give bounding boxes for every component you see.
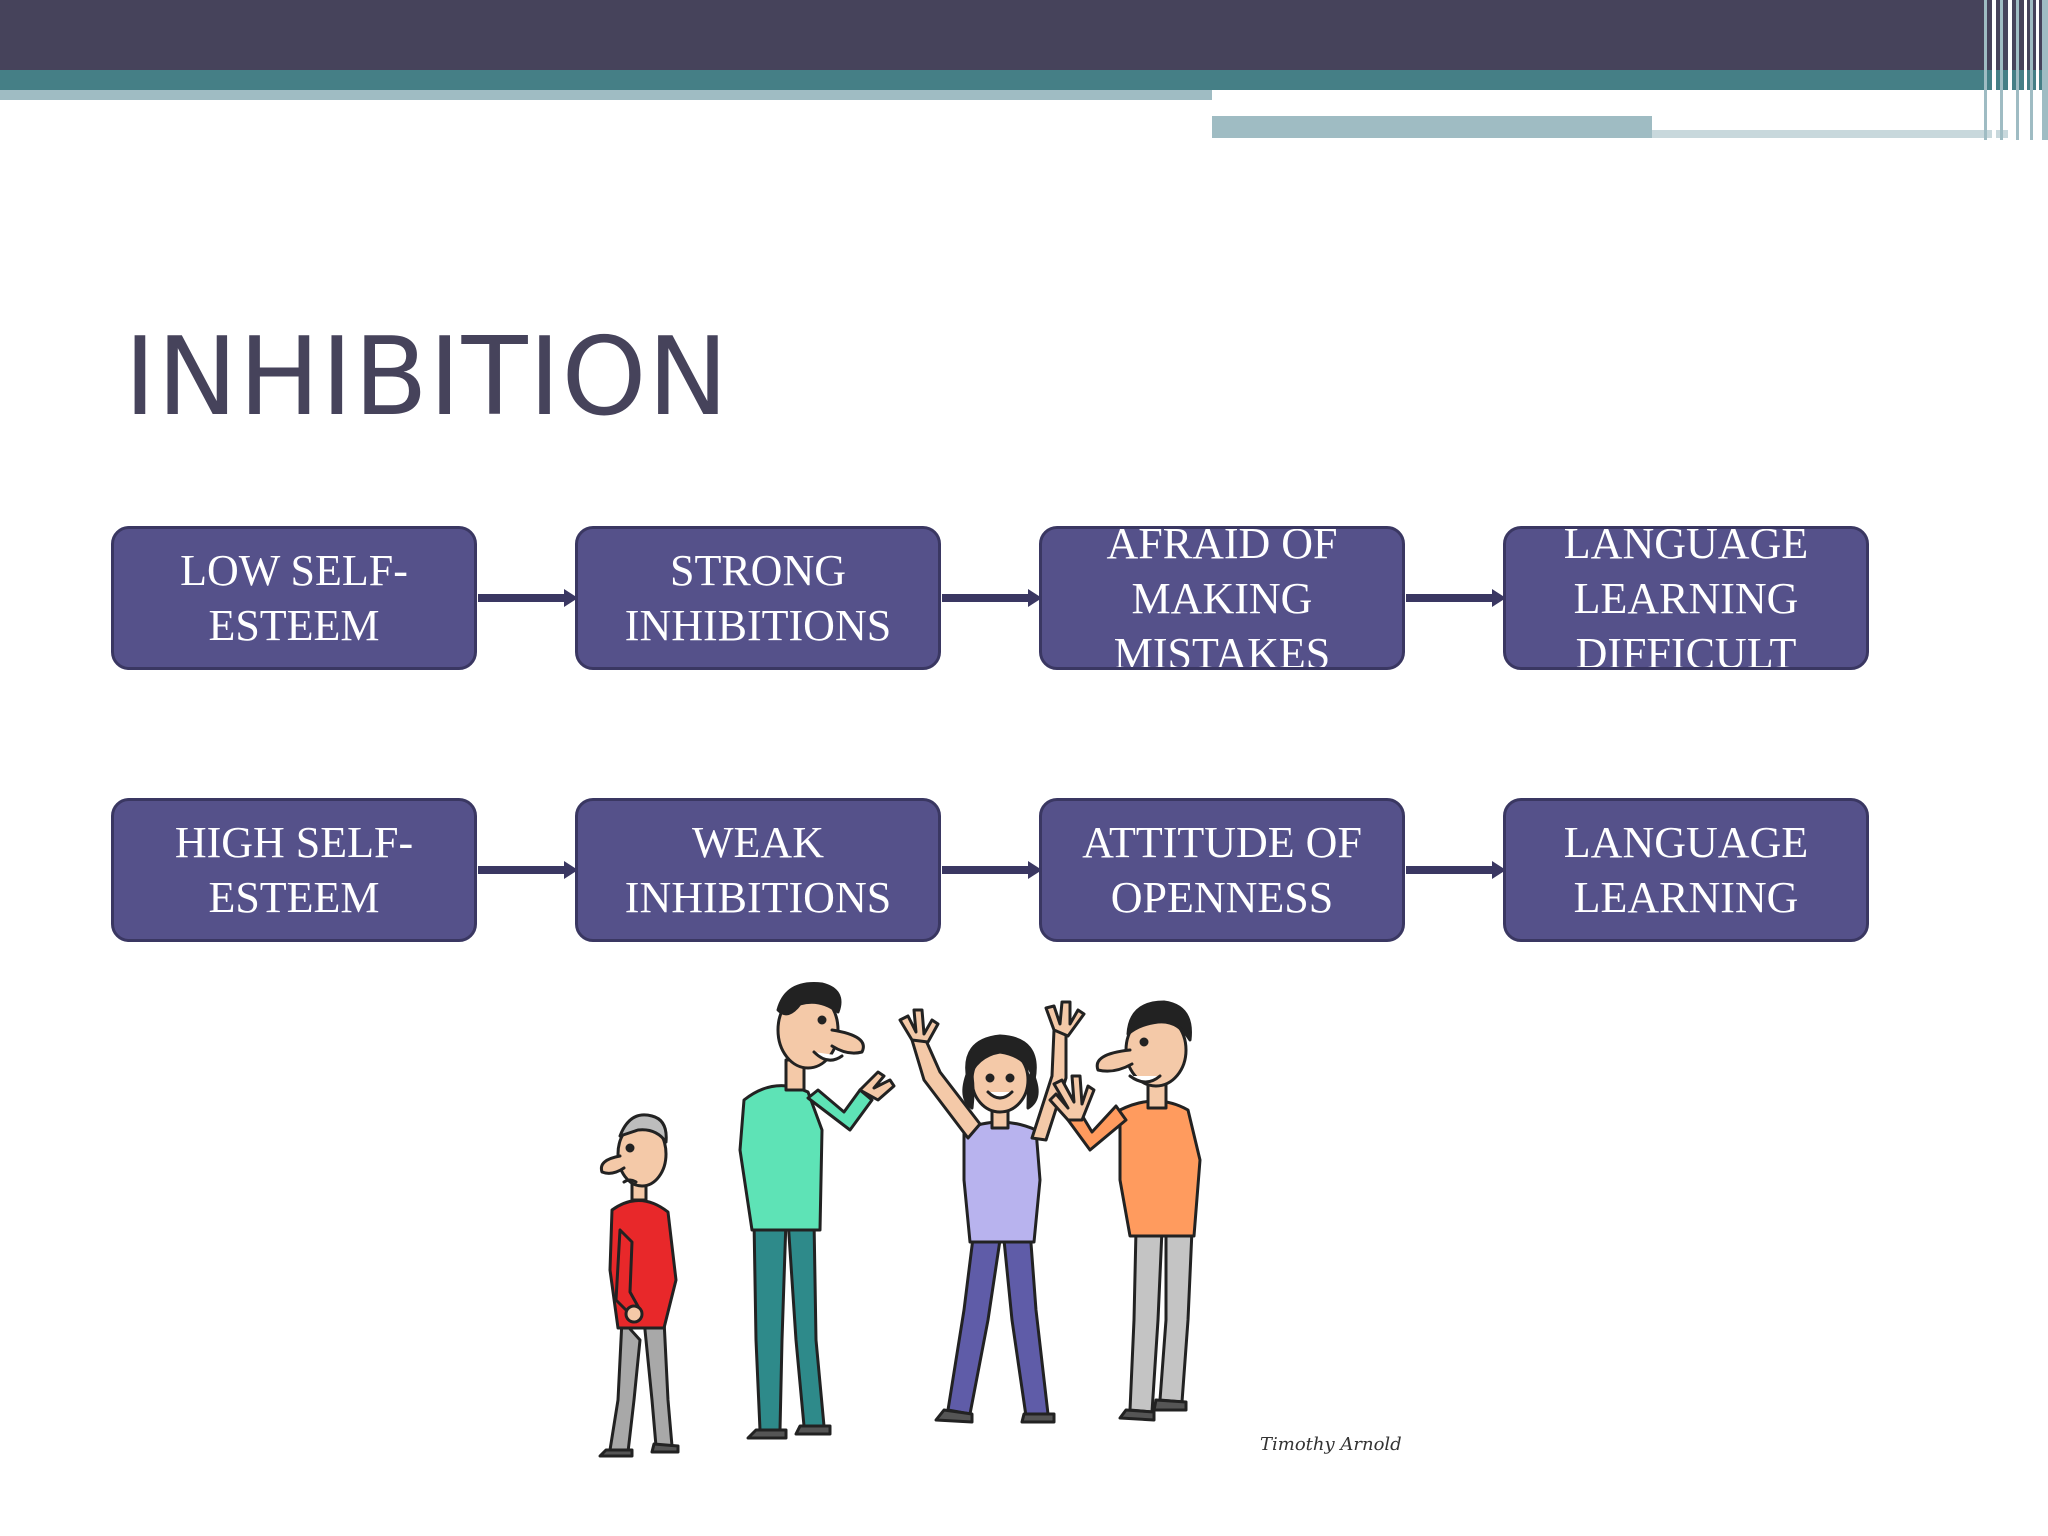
cartoon-illustration: Timothy Arnold [598, 982, 1402, 1458]
flow-row-low-self-esteem: LOW SELF- ESTEEM STRONG INHIBITIONS AFRA… [0, 526, 2048, 676]
flow-box-label: AFRAID OF MAKING MISTAKES [1106, 526, 1338, 670]
arrow-icon [478, 861, 578, 879]
flow-box-label: LOW SELF- ESTEEM [180, 546, 408, 650]
flow-box-label: STRONG INHIBITIONS [624, 546, 892, 650]
flow-box-label: HIGH SELF- ESTEEM [174, 818, 414, 922]
flow-box-afraid-of-making-mistakes: AFRAID OF MAKING MISTAKES [1039, 526, 1405, 670]
flow-box-language-learning: LANGUAGE LEARNING [1503, 798, 1869, 942]
tall-man-figure [738, 982, 896, 1440]
arrow-icon [942, 861, 1042, 879]
flow-box-label: WEAK INHIBITIONS [624, 818, 892, 922]
arrow-icon [1406, 589, 1506, 607]
orange-man-figure [1048, 1000, 1202, 1422]
shy-man-figure [598, 1113, 680, 1458]
arrow-icon [478, 589, 578, 607]
arrow-icon [1406, 861, 1506, 879]
flow-box-strong-inhibitions: STRONG INHIBITIONS [575, 526, 941, 670]
artist-signature: Timothy Arnold [1260, 1434, 1402, 1455]
flow-box-label: LANGUAGE LEARNING DIFFICULT [1563, 526, 1809, 670]
flow-box-label: ATTITUDE OF OPENNESS [1082, 818, 1362, 922]
arrow-icon [942, 589, 1042, 607]
flow-box-label: LANGUAGE LEARNING [1563, 818, 1809, 922]
slide-title: INHIBITION [124, 315, 730, 440]
flow-box-weak-inhibitions: WEAK INHIBITIONS [575, 798, 941, 942]
flow-box-low-self-esteem: LOW SELF- ESTEEM [111, 526, 477, 670]
flow-box-language-learning-difficult: LANGUAGE LEARNING DIFFICULT [1503, 526, 1869, 670]
woman-figure [898, 1000, 1086, 1424]
flow-box-high-self-esteem: HIGH SELF- ESTEEM [111, 798, 477, 942]
header-stripes [0, 0, 2048, 140]
flow-row-high-self-esteem: HIGH SELF- ESTEEM WEAK INHIBITIONS ATTIT… [0, 798, 2048, 948]
flow-box-attitude-of-openness: ATTITUDE OF OPENNESS [1039, 798, 1405, 942]
